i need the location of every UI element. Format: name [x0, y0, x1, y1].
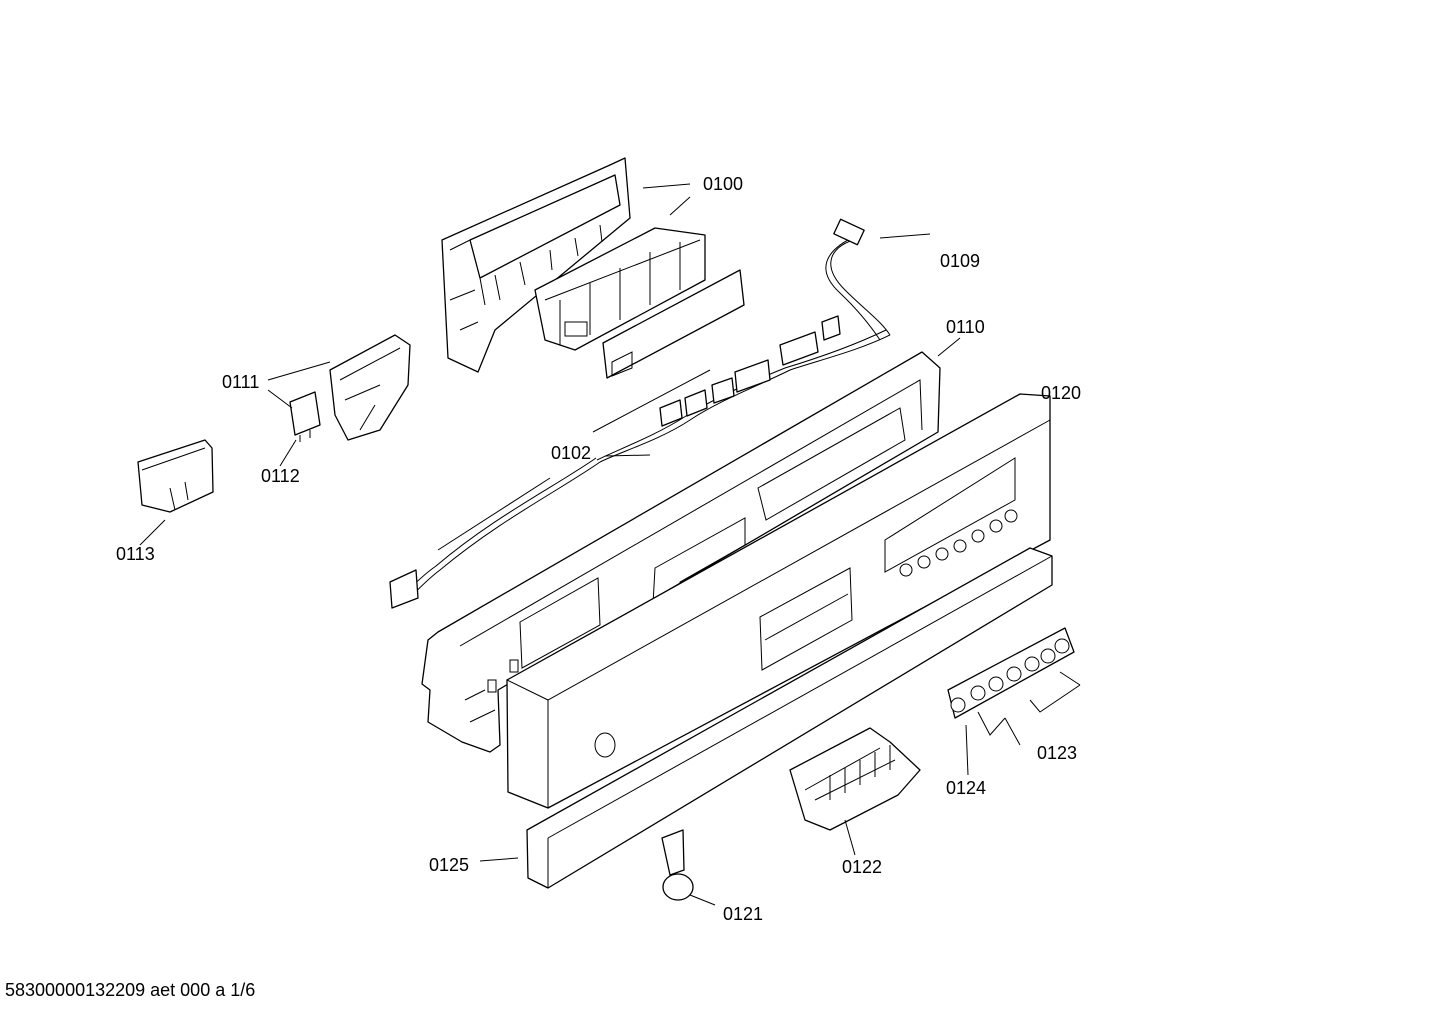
part-0125-bottom-strip: [526, 547, 1053, 889]
label-0125: 0125: [429, 855, 469, 875]
label-0109: 0109: [940, 251, 980, 271]
part-labels: 0100 0109 0110 0111 0112 0113 0102 0120 …: [116, 174, 1081, 924]
label-0124: 0124: [946, 778, 986, 798]
part-0110-rear-panel: [421, 351, 941, 753]
part-0123-button-strip: [947, 627, 1081, 746]
label-0123: 0123: [1037, 743, 1077, 763]
part-0111-door-lock: [329, 334, 411, 441]
part-0109-wiring-harness: [389, 218, 891, 609]
document-footer: 58300000132209 aet 000 a 1/6: [5, 980, 256, 1000]
part-0112-small-component: [289, 391, 321, 442]
label-0102: 0102: [551, 443, 591, 463]
part-0120-front-panel: [506, 393, 1051, 809]
label-0100: 0100: [703, 174, 743, 194]
label-0113: 0113: [116, 544, 155, 564]
leader-lines: [139, 183, 969, 906]
label-0110: 0110: [946, 317, 985, 337]
part-0100-control-module: [441, 157, 706, 373]
part-0100-display-strip: [602, 269, 745, 379]
label-0120: 0120: [1041, 383, 1081, 403]
label-0122: 0122: [842, 857, 882, 877]
label-0111: 0111: [222, 372, 259, 392]
part-0122-handle: [789, 727, 921, 831]
part-0121-knob: [661, 829, 694, 901]
label-0112: 0112: [261, 466, 300, 486]
label-0121: 0121: [723, 904, 763, 924]
part-0113-switch: [137, 439, 214, 513]
